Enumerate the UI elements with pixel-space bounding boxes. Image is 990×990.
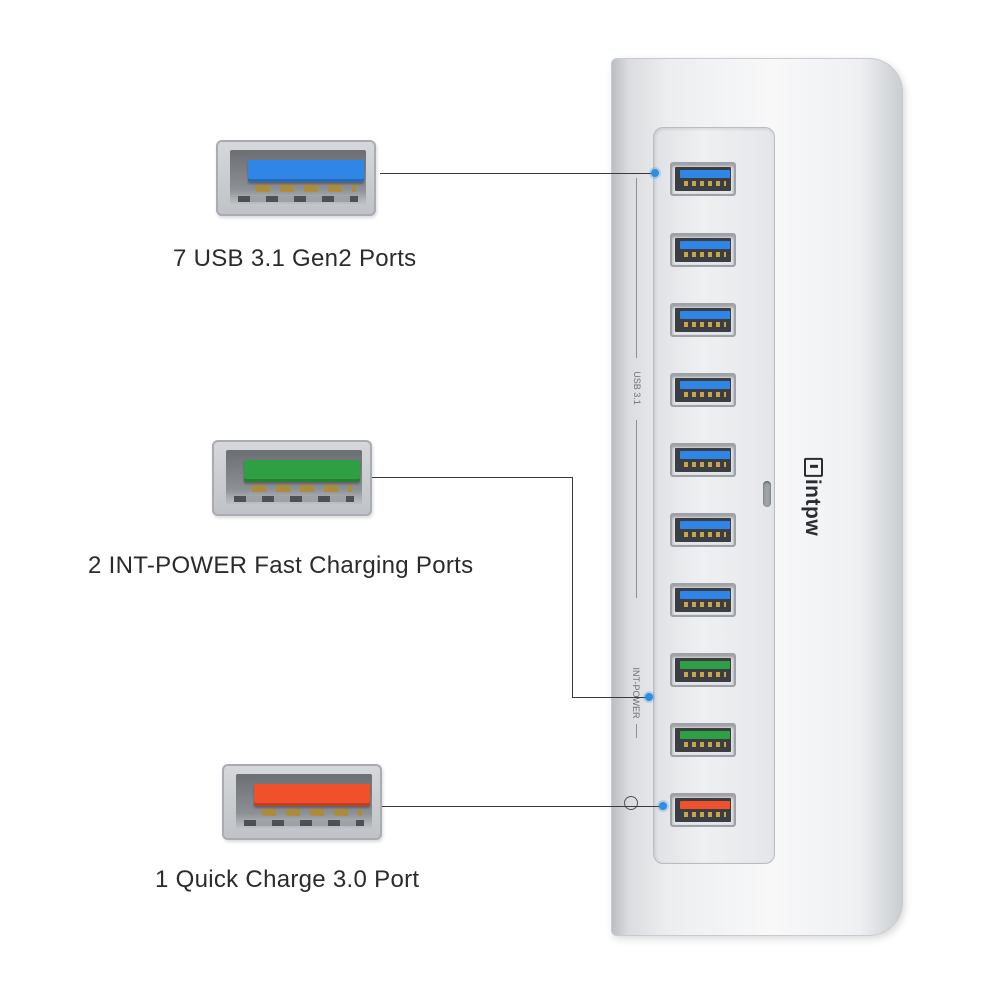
brand-name: intpw [801, 478, 824, 537]
power-side-marking: INT-POWER [631, 667, 641, 719]
orange-tongue [254, 784, 370, 806]
hub-port-green [670, 723, 736, 757]
int-power-port-closeup [212, 440, 372, 516]
usb-side-marking: USB 3.1 [632, 371, 642, 405]
green-tongue [244, 460, 360, 482]
hub-port-blue [670, 443, 736, 477]
hub-port-green [670, 653, 736, 687]
usb31-label: 7 USB 3.1 Gen2 Ports [173, 245, 417, 272]
quick-charge-port-closeup [222, 764, 382, 840]
brand-mark-icon [804, 457, 823, 477]
usb-bracket-line [636, 420, 637, 598]
connector-line [382, 806, 660, 807]
hub-port-blue [670, 162, 736, 196]
connector-line [572, 697, 646, 698]
usb-bracket-line [636, 178, 637, 358]
brand-logo: intpw [800, 457, 824, 537]
marker-dot [645, 693, 653, 701]
int-power-label: 2 INT-POWER Fast Charging Ports [88, 552, 474, 579]
hub-port-blue [670, 233, 736, 267]
hub-port-blue [670, 513, 736, 547]
quick-charge-label: 1 Quick Charge 3.0 Port [155, 866, 420, 893]
blue-tongue [248, 160, 364, 182]
hub-port-blue [670, 373, 736, 407]
connector-line [572, 477, 573, 697]
marker-dot [651, 169, 659, 177]
hub-port-blue [670, 583, 736, 617]
hub-port-blue [670, 303, 736, 337]
hub-port-orange [670, 793, 736, 827]
status-led [763, 481, 771, 507]
usb31-port-closeup [216, 140, 376, 216]
connector-line [380, 173, 652, 174]
power-bracket-line [636, 724, 637, 738]
marker-dot [659, 802, 667, 810]
connector-line [372, 477, 572, 478]
quick-charge-icon [624, 796, 638, 810]
